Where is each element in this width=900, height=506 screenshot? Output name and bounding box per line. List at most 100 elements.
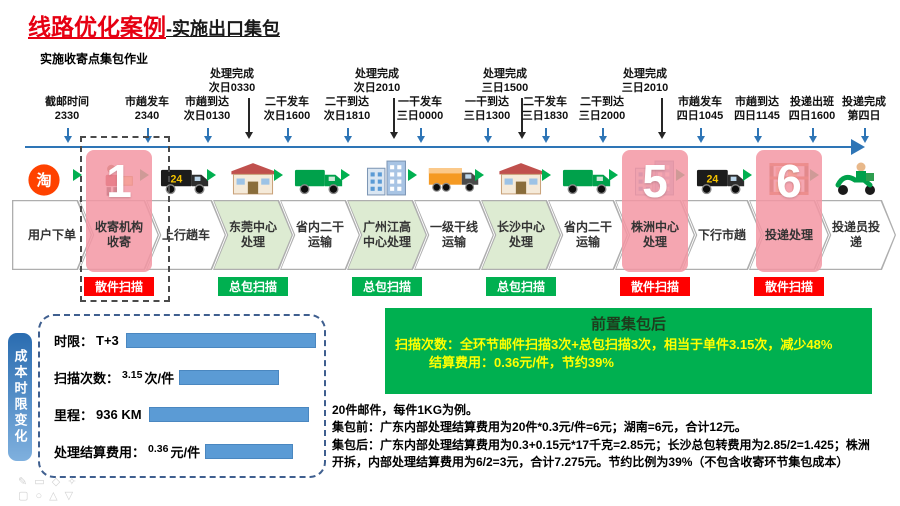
summary-title: 前置集包后	[590, 316, 666, 333]
notes-before: 集包前：广东内部处理结算费用为20件*0.3元/件=6元；湖南=6元，合计12元…	[332, 419, 878, 436]
time-label-time: 四日1045	[676, 110, 724, 123]
watermark-row: ▢ ○ △ ▽	[18, 489, 76, 502]
stage-6-chevron: 广州江高 中心处理	[347, 200, 427, 270]
metric-value: 0.36	[148, 443, 169, 455]
taobao-icon: 淘	[18, 155, 70, 197]
building-icon	[361, 155, 413, 197]
stage-13-chevron: 投递员投 递	[816, 200, 896, 270]
time-label: 处理完成次日2010	[337, 67, 417, 96]
time-label: 市趟到达次日0130	[167, 95, 247, 124]
down-arrow-icon	[861, 128, 869, 143]
time-label: 二干到达次日1810	[307, 95, 387, 124]
cost-time-change-tab: 成本时限变化	[8, 333, 32, 461]
time-label-event: 一干到达	[465, 96, 509, 108]
down-arrow-icon	[658, 98, 666, 139]
time-label-event: 二干到达	[325, 96, 369, 108]
time-label: 一干到达三日1300	[447, 95, 527, 124]
stage-label: 投递员投 递	[831, 220, 880, 249]
warehouse-icon	[495, 155, 547, 197]
notes-after-text: 广东内部处理结算费用为0.3+0.15元*17千克=2.85元；长沙总包转费用为…	[332, 437, 870, 470]
metric-bar	[205, 443, 294, 459]
stage-label: 广州江高 中心处理	[362, 220, 411, 249]
watermark-row: ✎ ▭ ◇ ✧	[18, 476, 79, 488]
highlight-step-number: 5	[642, 155, 668, 207]
down-arrow-icon	[204, 128, 212, 143]
flow-arrow-icon	[609, 169, 618, 181]
stage-chevron-fill	[13, 201, 90, 268]
scan-badge: 总包扫描	[218, 277, 288, 296]
stage-label: 株洲中心 处理	[630, 220, 679, 249]
metric-bar	[125, 332, 316, 348]
stage-8-chevron: 长沙中心 处理	[481, 200, 561, 270]
stage-5-chevron: 省内二干 运输	[280, 200, 360, 270]
green-truck-icon	[562, 155, 614, 197]
time-label-event: 二干到达	[580, 96, 624, 108]
time-label-time: 四日1145	[734, 110, 780, 123]
time-label-event: 市趟发车	[125, 96, 169, 108]
down-arrow-icon	[697, 128, 705, 143]
drawing-tools-watermark: ✎ ▭ ◇ ✧ ▢ ○ △ ▽	[18, 476, 78, 504]
metric-row-settlement-fee: 处理结算费用： 0.36 元/件	[54, 441, 294, 461]
scooter-icon	[830, 155, 882, 197]
stage-label: 收寄机构 收寄	[94, 220, 143, 249]
down-arrow-icon	[390, 98, 398, 139]
flow-arrow-icon	[542, 169, 551, 181]
notes-after: 集包后：广东内部处理结算费用为0.3+0.15元*17千克=2.85元；长沙总包…	[332, 437, 878, 472]
notes-intro: 20件邮件，每件1KG为例。	[332, 403, 479, 417]
down-arrow-icon	[484, 128, 492, 143]
time-label-event: 处理完成	[623, 68, 667, 80]
time-label: 二干发车三日1830	[505, 95, 585, 124]
highlight-step-6: 6	[756, 150, 822, 272]
first-stage-dashed-box	[80, 136, 170, 302]
time-label: 投递完成第四日	[824, 95, 900, 124]
highlight-step-1: 1	[86, 150, 152, 272]
time-label: 一干发车三日0000	[380, 95, 460, 124]
svg-text:24: 24	[706, 173, 718, 185]
stage-label: 一级干线 运输	[429, 220, 478, 249]
stage-11-chevron: 下行市趟	[682, 200, 762, 270]
down-arrow-icon	[599, 128, 607, 143]
orange-truck-icon	[428, 155, 480, 197]
time-label-event: 截邮时间	[45, 96, 89, 108]
time-label-time: 三日2000	[578, 110, 626, 123]
time-label-time: 第四日	[847, 110, 881, 123]
stage-label: 下行市趟	[697, 227, 746, 242]
first-stage-annotation: 实施收寄点集包作业	[40, 52, 149, 66]
time-label-event: 处理完成	[483, 68, 527, 80]
down-arrow-icon	[245, 98, 253, 139]
metric-label: 时限：	[54, 333, 94, 349]
flow-arrow-icon	[408, 169, 417, 181]
scan-badge: 散件扫描	[84, 277, 154, 296]
down-arrow-icon	[417, 128, 425, 143]
time-label: 二干到达三日2000	[562, 95, 642, 124]
title-main: 线路优化案例	[28, 14, 166, 40]
notes-before-label: 集包前：	[332, 420, 381, 435]
time-label-time: 次日1600	[263, 110, 311, 123]
summary-line-scan: 扫描次数：全环节邮件扫描3次+总包扫描3次，相当于单件3.15次，减少48%	[395, 337, 833, 352]
timeline-arrow-icon	[851, 139, 865, 155]
time-label: 市趟发车四日1045	[660, 95, 740, 124]
flow-arrow-icon	[274, 169, 283, 181]
stage-label: 投递处理	[764, 227, 813, 242]
stage-10-chevron: 株洲中心 处理	[615, 200, 695, 270]
time-label-time: 三日1830	[521, 110, 569, 123]
time-label-event: 市趟到达	[185, 96, 229, 108]
metric-label: 处理结算费用：	[54, 444, 146, 460]
down-arrow-icon	[809, 128, 817, 143]
stage-12-chevron: 投递处理	[749, 200, 829, 270]
down-arrow-icon	[64, 128, 72, 143]
flow-arrow-icon	[743, 169, 752, 181]
scan-badge: 散件扫描	[620, 277, 690, 296]
time-label-time: 次日0330	[208, 82, 256, 95]
stage-label: 用户下单	[27, 227, 76, 242]
time-label: 市趟到达四日1145	[717, 95, 797, 124]
time-label-event: 投递完成	[842, 96, 886, 108]
time-label-event: 投递出班	[790, 96, 834, 108]
metric-label: 扫描次数：	[54, 370, 120, 386]
stage-2-chevron: 收寄机构 收寄	[79, 200, 159, 270]
stage-label: 上行趟车	[161, 227, 210, 242]
